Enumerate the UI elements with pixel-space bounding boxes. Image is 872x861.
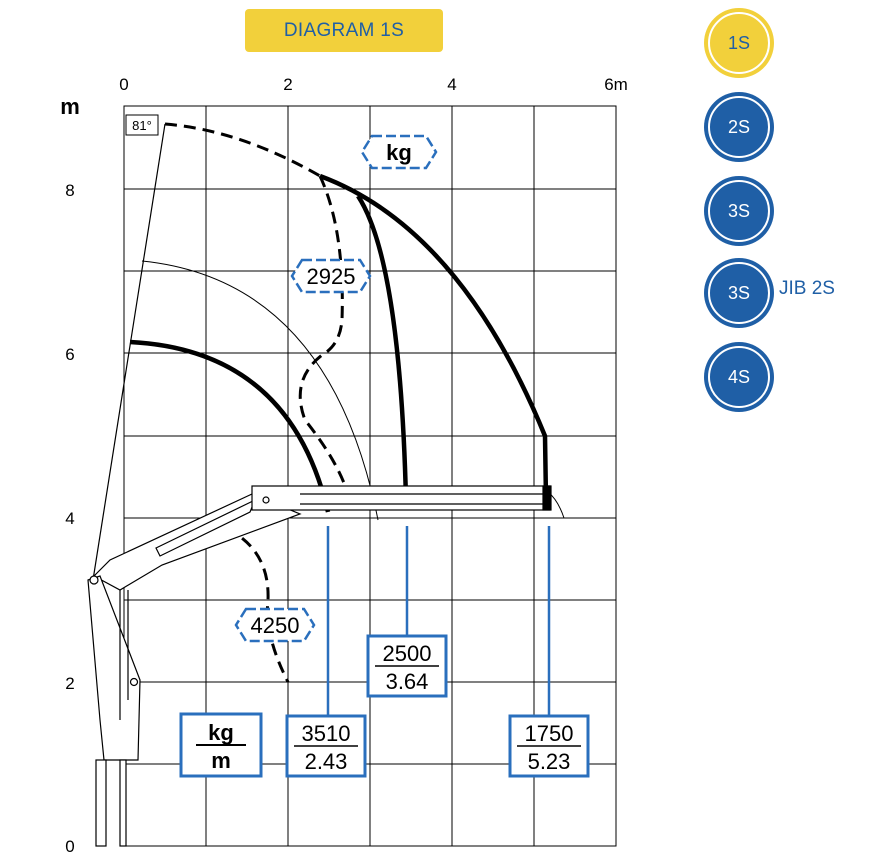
outer-dashed-top (164, 122, 321, 178)
y-tick-label: 6 (65, 345, 74, 364)
dashed-lower-tag: 4250 (234, 607, 316, 643)
crane-base (95, 759, 107, 847)
load-kg-value: 3510 (302, 721, 351, 746)
y-tick-label: 0 (65, 837, 74, 856)
dashed-curve-upper (298, 175, 354, 511)
x-tick-label: 6m (604, 75, 628, 94)
crane-boom-tip (542, 485, 552, 511)
angle-label: 81° (132, 118, 152, 133)
button-label: 1S (727, 32, 751, 53)
crane-pin (129, 677, 139, 687)
button-label: 3S (727, 200, 751, 221)
crane-pin (262, 496, 270, 504)
load-m-value: 5.23 (528, 749, 571, 774)
max-angle-line (92, 123, 166, 581)
load-m-value: 3.64 (386, 669, 429, 694)
y-tick-label: 8 (65, 181, 74, 200)
kg-header-tag: kg (360, 134, 438, 170)
load-point-box: 1750 5.23 (508, 714, 590, 778)
y-tick-label: 2 (65, 674, 74, 693)
button-label: 3S (727, 282, 751, 303)
legend-kg-label: kg (208, 720, 234, 745)
inner-load-curve (129, 339, 331, 513)
x-tick-label: 2 (283, 75, 292, 94)
crane-column (87, 575, 141, 761)
crane-drawing (87, 485, 552, 847)
dashed-lower-value: 4250 (251, 613, 300, 638)
dashed-upper-value: 2925 (307, 264, 356, 289)
kg-header-label: kg (386, 140, 412, 165)
crane-base (119, 759, 127, 847)
button-label: 4S (727, 366, 751, 387)
load-kg-value: 1750 (525, 721, 574, 746)
crane-boom-upper (251, 485, 551, 511)
y-unit-label: m (60, 94, 80, 119)
dashed-upper-tag: 2925 (290, 258, 372, 294)
reach-thin-arc (141, 260, 379, 521)
load-connectors (326, 526, 551, 716)
x-tick-label: 4 (447, 75, 456, 94)
diagram-title-button[interactable]: DIAGRAM 1S (245, 9, 443, 52)
legend-m-label: m (211, 748, 231, 773)
angle-box (125, 114, 159, 136)
load-point-box: 3510 2.43 (285, 714, 367, 778)
load-m-value: 2.43 (305, 749, 348, 774)
middle-load-curve (356, 194, 409, 501)
legend-box: kg m (179, 712, 263, 778)
dashed-curve-lower (225, 526, 290, 683)
y-tick-label: 4 (65, 509, 74, 528)
diagram-title-label: DIAGRAM 1S (283, 19, 405, 41)
x-tick-label: 0 (119, 75, 128, 94)
load-point-box: 2500 3.64 (366, 634, 448, 698)
load-kg-value: 2500 (383, 641, 432, 666)
crane-pin (89, 575, 99, 585)
outer-load-curve (319, 173, 549, 501)
jib-2s-label: JIB 2S (779, 278, 835, 299)
button-label: 2S (727, 116, 751, 137)
crane-boom-inner (155, 498, 257, 557)
